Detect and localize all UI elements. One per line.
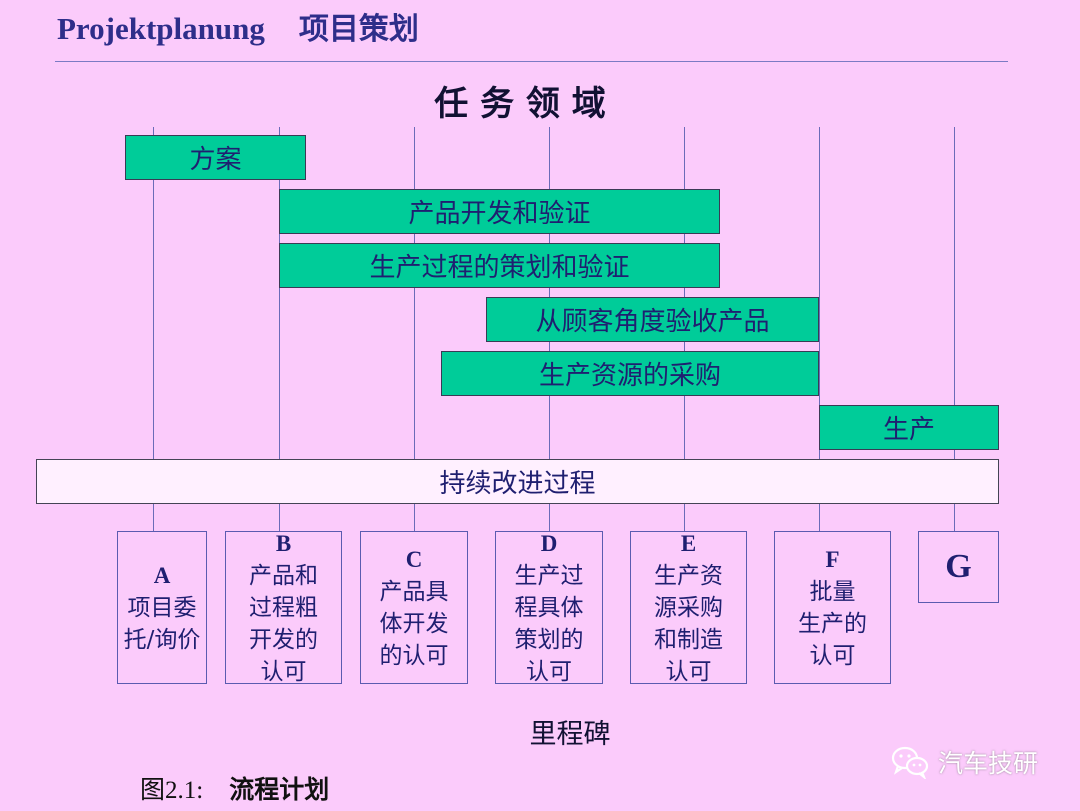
grid-line bbox=[414, 127, 415, 531]
task-label: 生产过程的策划和验证 bbox=[369, 253, 630, 283]
milestone-letter: G bbox=[945, 548, 972, 585]
milestone-f: F 批量 生产的 认可 bbox=[774, 531, 891, 684]
task-bar-customer-acceptance: 从顾客角度验收产品 bbox=[486, 297, 819, 342]
caption-text: 流程计划 bbox=[229, 775, 330, 804]
task-label: 产品开发和验证 bbox=[408, 199, 591, 229]
watermark-text: 汽车技研 bbox=[938, 749, 1039, 778]
milestone-text: 生产过 bbox=[514, 562, 584, 589]
improvement-label: 持续改进过程 bbox=[439, 469, 596, 499]
milestone-text: 生产的 bbox=[798, 610, 867, 637]
milestone-text: 产品和 bbox=[249, 562, 318, 589]
milestone-text: 体开发 bbox=[379, 610, 449, 637]
slide-title: Projektplanung 项目策划 bbox=[57, 8, 419, 50]
continuous-improvement-bar: 持续改进过程 bbox=[36, 459, 999, 504]
milestone-text: 的认可 bbox=[379, 642, 449, 669]
task-label: 方案 bbox=[189, 145, 242, 175]
task-bar-concept: 方案 bbox=[125, 135, 306, 180]
milestone-letter: F bbox=[825, 546, 840, 572]
grid-line bbox=[153, 127, 154, 531]
milestone-text: 过程粗 bbox=[249, 594, 318, 621]
milestone-text: 程具体 bbox=[514, 594, 584, 621]
milestone-letter: E bbox=[680, 530, 697, 556]
milestone-d: D 生产过 程具体 策划的 认可 bbox=[495, 530, 603, 685]
milestone-text: 生产资 bbox=[654, 562, 723, 589]
task-bar-product-development: 产品开发和验证 bbox=[279, 189, 720, 234]
caption-number: 图2.1: bbox=[140, 777, 204, 804]
milestone-text: 托/询价 bbox=[123, 626, 201, 653]
milestone-text: 项目委 bbox=[127, 594, 197, 621]
task-label: 生产 bbox=[882, 415, 935, 445]
task-bar-procurement: 生产资源的采购 bbox=[441, 351, 819, 396]
milestone-b: B 产品和 过程粗 开发的 认可 bbox=[225, 530, 342, 685]
milestone-text: 策划的 bbox=[514, 626, 584, 653]
milestone-text: 产品具 bbox=[379, 578, 449, 605]
grid-line bbox=[819, 127, 820, 531]
task-label: 从顾客角度验收产品 bbox=[535, 307, 770, 337]
title-chinese: 项目策划 bbox=[298, 12, 419, 47]
grid-line bbox=[954, 127, 955, 531]
milestone-text: 和制造 bbox=[654, 626, 723, 653]
task-label: 生产资源的采购 bbox=[538, 361, 721, 391]
title-divider bbox=[55, 61, 1008, 62]
task-area-heading: 任 务 领 域 bbox=[434, 84, 606, 124]
milestone-letter: B bbox=[275, 530, 292, 556]
milestone-letter: D bbox=[540, 530, 558, 556]
milestone-e: E 生产资 源采购 和制造 认可 bbox=[630, 530, 747, 685]
milestone-g: G bbox=[918, 531, 999, 603]
milestone-text: 认可 bbox=[809, 642, 856, 669]
task-bar-production: 生产 bbox=[819, 405, 999, 450]
milestone-letter: A bbox=[153, 562, 171, 588]
milestone-text: 源采购 bbox=[654, 594, 723, 621]
milestone-text: 开发的 bbox=[249, 626, 318, 653]
grid-line bbox=[279, 127, 280, 531]
milestone-text: 认可 bbox=[526, 658, 572, 685]
watermark: 汽车技研 bbox=[890, 742, 1038, 782]
milestone-letter: C bbox=[405, 546, 423, 572]
figure-caption: 图2.1: 流程计划 bbox=[140, 770, 329, 810]
task-bar-process-planning: 生产过程的策划和验证 bbox=[279, 243, 720, 288]
milestone-c: C 产品具 体开发 的认可 bbox=[360, 531, 468, 684]
milestone-text: 认可 bbox=[260, 658, 307, 685]
milestone-text: 认可 bbox=[665, 658, 712, 685]
wechat-icon bbox=[891, 746, 929, 779]
milestone-text: 批量 bbox=[809, 578, 856, 605]
milestone-a: A 项目委 托/询价 bbox=[117, 531, 207, 684]
milestones-label: 里程碑 bbox=[529, 719, 611, 750]
title-latin: Projektplanung bbox=[57, 11, 265, 46]
